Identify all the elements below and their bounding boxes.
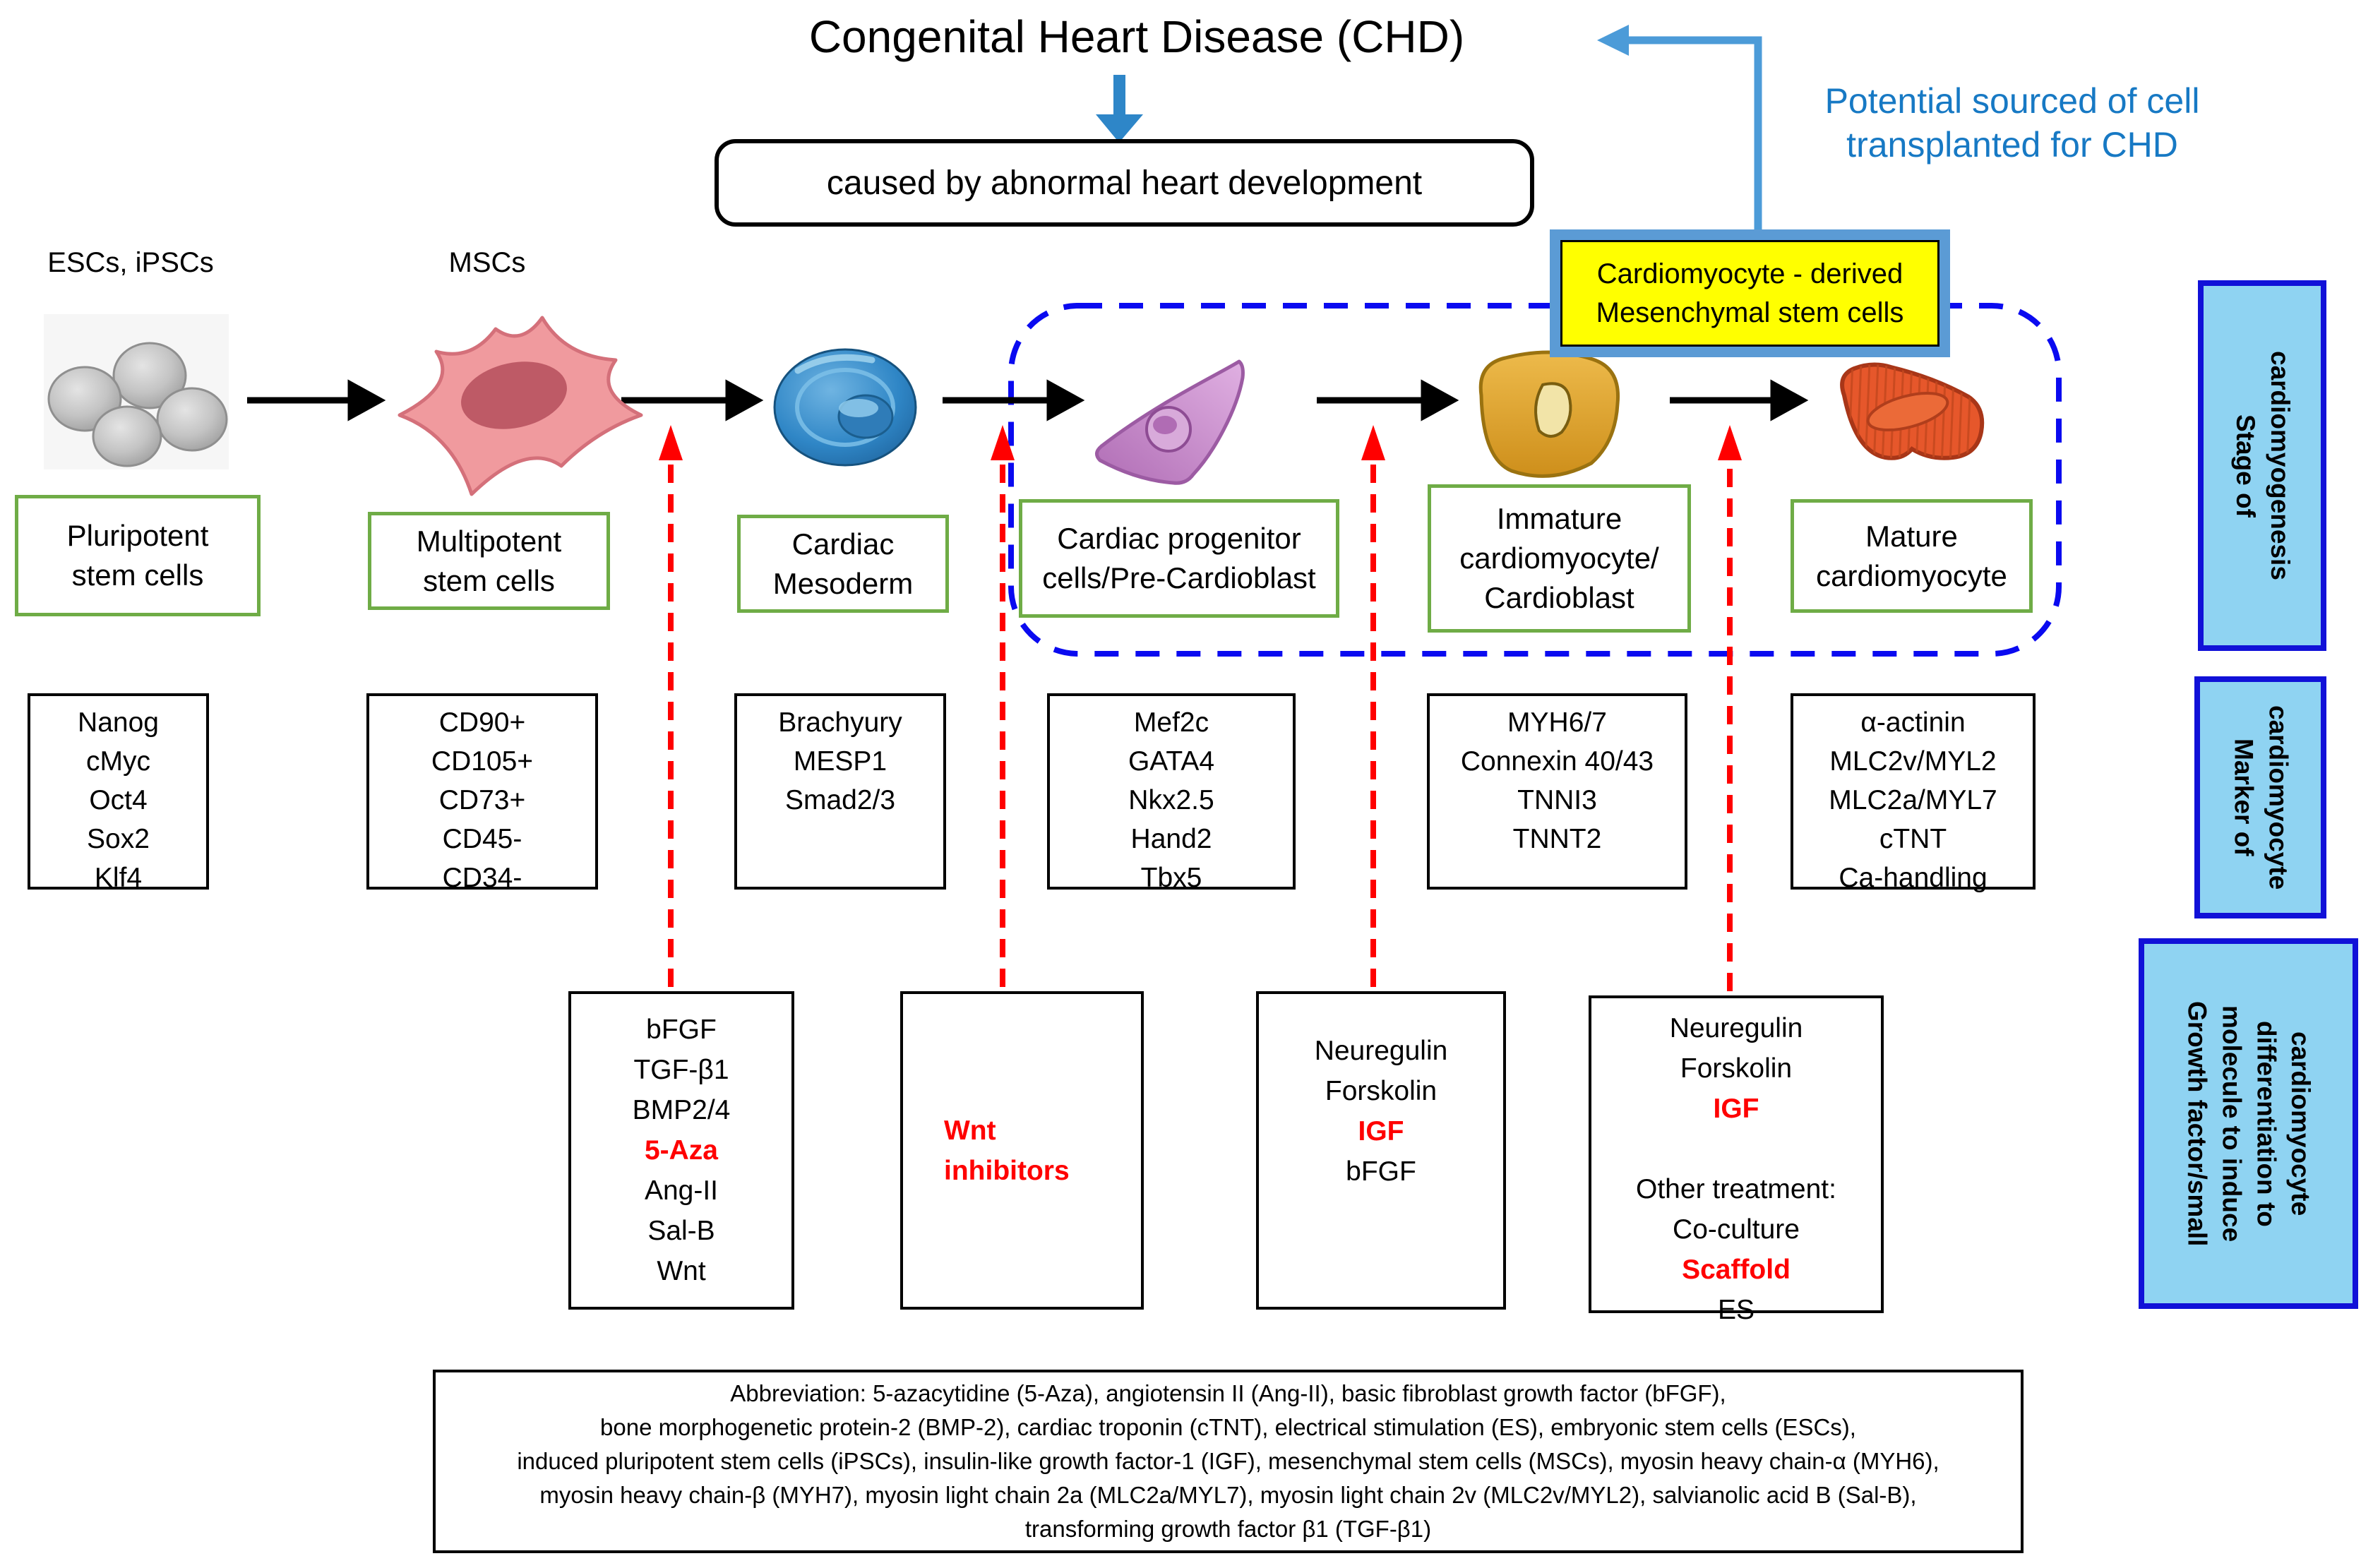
marker-box-pluripotent: Nanog cMyc Oct4 Sox2 Klf4	[28, 693, 209, 893]
growth-factor-item: bFGF	[646, 1015, 717, 1045]
red-arrow-1-icon	[659, 425, 683, 987]
mature-cardiomyocyte-cell-icon	[1840, 362, 1985, 460]
cardiac-mesoderm-cell-icon	[773, 348, 917, 467]
side-box-growth-label: Growth factor/small molecule to induce d…	[2182, 1000, 2316, 1247]
side-box-marker-label: Marker of cardiomyocyte	[2229, 705, 2293, 890]
side-box-stage-label: Stage of cardiomyogenesis	[2231, 351, 2295, 580]
growth-factor-item	[1733, 1129, 1740, 1169]
arrow-pluripotent-to-multipotent-icon	[247, 379, 386, 421]
stage-box-cardiac-progenitor: Cardiac progenitor cells/Pre-Cardioblast	[1019, 499, 1339, 618]
arrow-progenitor-to-immature-icon	[1317, 379, 1459, 421]
growth-factor-item: Neuregulin	[1669, 1013, 1803, 1043]
growth-factor-item: Ang-II	[644, 1175, 719, 1206]
red-arrow-4-icon	[1718, 425, 1742, 991]
side-box-stage-of-cardiomyogenesis: Stage of cardiomyogenesis	[2198, 280, 2326, 651]
growth-factor-item: IGF	[1713, 1094, 1759, 1124]
stage-box-immature-cardiomyocyte: Immature cardiomyocyte/ Cardioblast	[1428, 484, 1691, 633]
arrow-immature-to-mature-icon	[1670, 379, 1809, 421]
pluripotent-cells-icon	[44, 314, 229, 469]
growth-factor-item: TGF-β1	[633, 1055, 729, 1085]
growth-factor-item: IGF	[1358, 1116, 1404, 1147]
red-arrow-3-icon	[1361, 425, 1385, 987]
page-title: Congenital Heart Disease (CHD)	[808, 11, 1465, 62]
cause-box: caused by abnormal heart development	[715, 139, 1534, 227]
stage-box-pluripotent: Pluripotent stem cells	[15, 495, 261, 616]
growth-factor-item: Neuregulin	[1314, 1036, 1448, 1066]
arrow-mesoderm-to-progenitor-icon	[943, 379, 1085, 421]
stage-box-multipotent: Multipotent stem cells	[368, 512, 610, 610]
growth-factor-item: BMP2/4	[632, 1095, 731, 1125]
marker-box-immature: MYH6/7 Connexin 40/43 TNNI3 TNNT2	[1427, 693, 1687, 890]
abbreviation-box: Abbreviation: 5-azacytidine (5-Aza), ang…	[433, 1370, 2024, 1553]
growth-factor-item: bFGF	[1346, 1156, 1416, 1187]
label-escs-ipscs: ESCs, iPSCs	[47, 246, 214, 278]
transplant-source-dashed-outline	[1008, 303, 2062, 657]
growth-factor-item: Co-culture	[1673, 1214, 1800, 1245]
immature-cardiomyocyte-cell-icon	[1478, 350, 1620, 478]
left-arrowhead-icon	[1597, 25, 1629, 56]
cardiomyocyte-derived-msc-label: Cardiomyocyte - derived Mesenchymal stem…	[1560, 240, 1939, 347]
growth-factor-item: Other treatment:	[1636, 1174, 1836, 1204]
msc-cell-icon	[398, 316, 643, 496]
yellow-box-to-title-connector	[1597, 25, 1762, 233]
growth-factor-item: Sal-B	[647, 1216, 715, 1246]
stage-box-cardiac-mesoderm: Cardiac Mesoderm	[737, 515, 949, 613]
growth-factor-item: Wnt	[944, 1115, 996, 1146]
potential-sources-note: Potential sourced of cell transplanted f…	[1824, 81, 2200, 164]
marker-box-progenitor: Mef2c GATA4 Nkx2.5 Hand2 Tbx5	[1047, 693, 1296, 893]
side-box-growth-factor: Growth factor/small molecule to induce d…	[2139, 938, 2358, 1309]
growth-factor-item: ES	[1717, 1295, 1755, 1325]
cardiomyocyte-derived-msc-callout: Cardiomyocyte - derived Mesenchymal stem…	[1550, 229, 1950, 357]
stage-box-mature-cardiomyocyte: Mature cardiomyocyte	[1791, 499, 2033, 613]
marker-box-mature: α-actinin MLC2v/MYL2 MLC2a/MYL7 cTNT Ca-…	[1791, 693, 2036, 893]
label-mscs: MSCs	[448, 246, 526, 278]
growth-factor-item: Forskolin	[1680, 1053, 1793, 1084]
cardiac-progenitor-cell-icon	[1095, 359, 1245, 485]
title-down-arrow-icon	[1096, 75, 1143, 143]
induction-arrows	[659, 425, 1742, 991]
marker-box-mesoderm: Brachyury MESP1 Smad2/3	[734, 693, 946, 890]
growth-factor-item: Wnt	[657, 1256, 706, 1286]
stage-arrows	[247, 379, 1809, 421]
side-box-marker-of-cardiomyocyte: Marker of cardiomyocyte	[2194, 676, 2326, 918]
growth-factor-item: inhibitors	[944, 1155, 1070, 1186]
arrow-multipotent-to-mesoderm-icon	[621, 379, 764, 421]
growth-factor-item: Scaffold	[1682, 1255, 1791, 1285]
marker-box-multipotent: CD90+ CD105+ CD73+ CD45- CD34-	[366, 693, 598, 893]
red-arrow-2-icon	[991, 425, 1015, 987]
growth-factor-box-2: Wnt inhibitors	[900, 991, 1144, 1310]
growth-factor-item: 5-Aza	[644, 1135, 719, 1166]
growth-factor-item: Forskolin	[1325, 1076, 1437, 1106]
